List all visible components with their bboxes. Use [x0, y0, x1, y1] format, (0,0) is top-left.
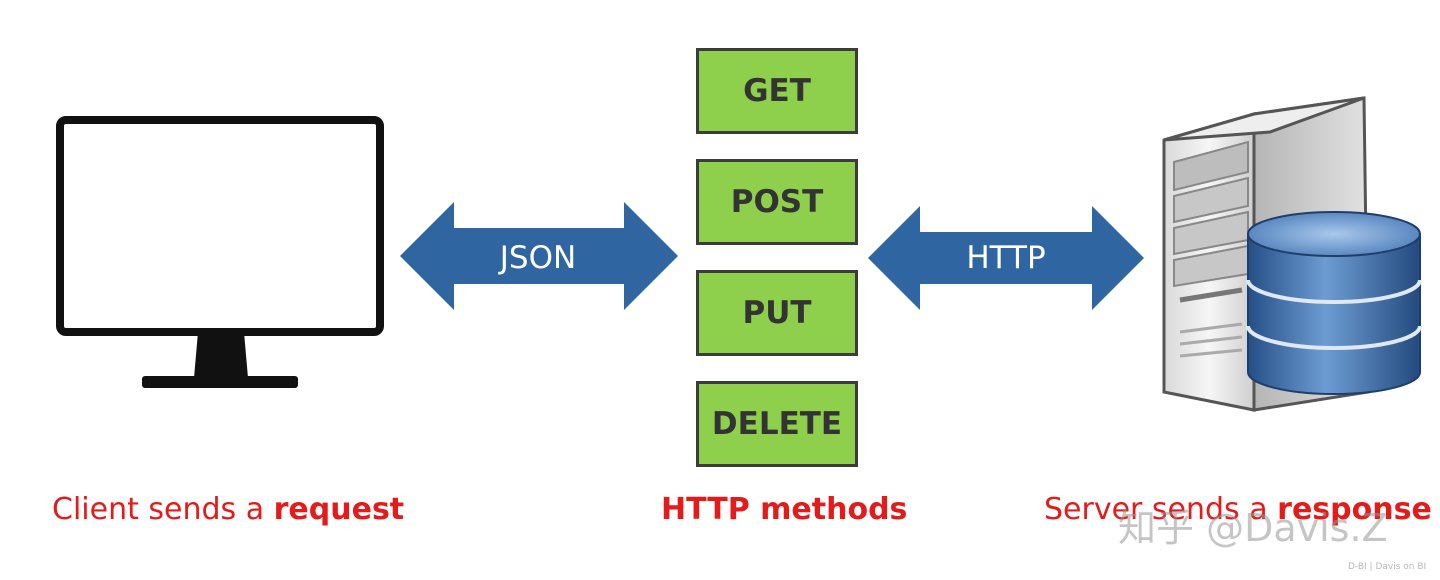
client-caption-bold: request — [273, 492, 405, 527]
method-delete-box: DELETE — [696, 381, 858, 467]
http-double-arrow — [868, 206, 1144, 310]
client-caption-prefix: Client sends a — [52, 492, 274, 527]
methods-caption: HTTP methods — [661, 492, 907, 527]
method-post-box: POST — [696, 159, 858, 245]
method-get-box: GET — [696, 48, 858, 134]
json-label: JSON — [499, 240, 577, 276]
server-caption-prefix: Server sends a — [1044, 492, 1278, 527]
methods-caption-text: HTTP methods — [661, 492, 908, 527]
json-double-arrow — [400, 202, 678, 310]
server-database-icon — [1162, 96, 1422, 412]
server-caption: Server sends a response — [1044, 492, 1432, 527]
client-caption: Client sends a request — [52, 492, 404, 527]
http-label: HTTP — [966, 240, 1046, 276]
client-monitor-icon — [56, 116, 384, 388]
watermark-small-text: D-BI | Davis on BI — [1348, 562, 1427, 572]
watermark-text: 知乎 @Davis.Z — [1118, 506, 1388, 550]
server-caption-bold: response — [1277, 492, 1432, 527]
method-put-box: PUT — [696, 270, 858, 356]
